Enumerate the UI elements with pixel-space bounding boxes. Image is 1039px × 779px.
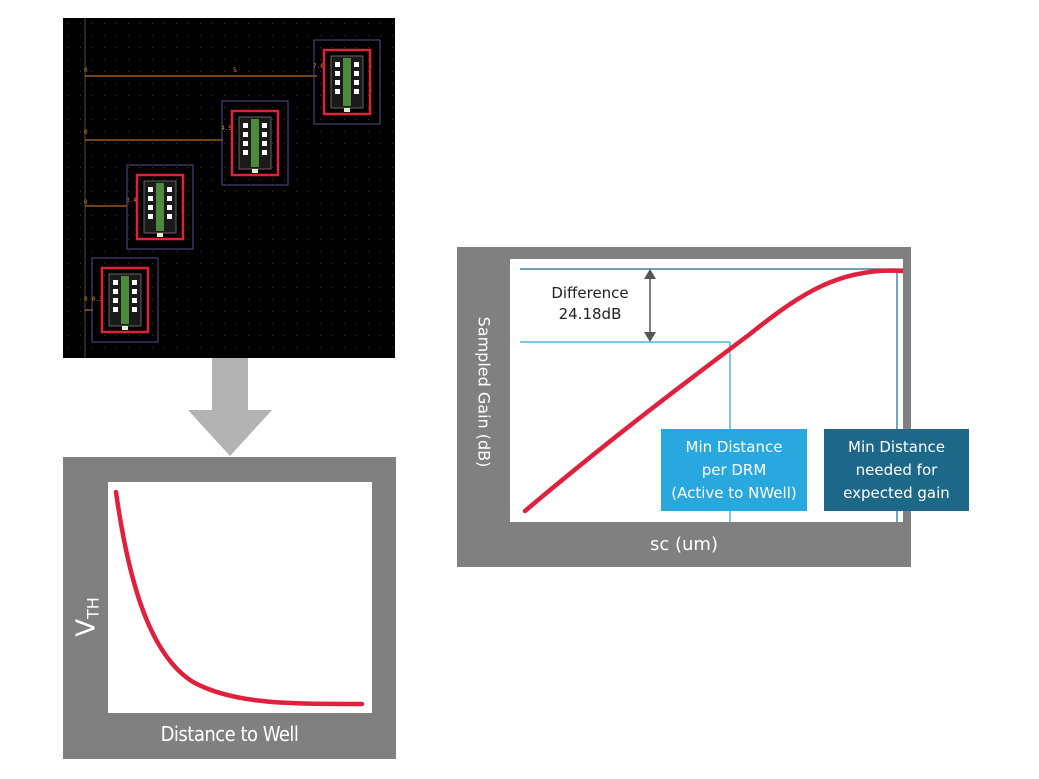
layout-cell [91, 257, 159, 343]
ruler-label: 3.4 [126, 197, 137, 204]
layout-cell [221, 100, 289, 186]
gain-y-axis-label: Sampled Gain (dB) [474, 316, 493, 468]
difference-label: Difference 24.18dB [540, 283, 640, 325]
difference-value: 24.18dB [558, 305, 622, 323]
ruler-label: 0 [84, 296, 88, 303]
difference-arrow-icon [644, 269, 656, 342]
layout-view-panel: 0 5 7.6 0 4.5 0 3.4 0 0.3 [63, 18, 395, 358]
vth-x-axis-label: Distance to Well [160, 722, 299, 746]
layout-canvas: 0 5 7.6 0 4.5 0 3.4 0 0.3 [63, 18, 395, 358]
gain-chart-panel: Sampled Gain (dB) Difference 24.18dB sc … [457, 247, 911, 567]
ruler-label: 0 [84, 129, 88, 136]
gain-x-axis-label: sc (um) [650, 534, 718, 555]
ruler-label: 0.3 [92, 296, 103, 303]
ruler-label: 7.6 [313, 63, 324, 70]
layout-cell [126, 164, 194, 250]
gain-curve [522, 268, 906, 514]
ruler-label: 0 [84, 199, 88, 206]
callout-min-distance-drm: Min Distance per DRM (Active to NWell) [661, 429, 807, 511]
ruler-lines [85, 75, 317, 311]
ruler-label: 0 [84, 67, 88, 74]
vth-curve [113, 489, 365, 707]
callout-min-distance-expected-gain: Min Distance needed for expected gain [824, 429, 969, 511]
ruler-label: 5 [233, 67, 237, 74]
down-arrow-icon [188, 358, 272, 456]
layout-cell [313, 39, 381, 125]
vth-y-axis-label: VTH [71, 597, 103, 637]
ruler-label: 4.5 [221, 125, 232, 132]
vth-chart-panel: VTH Distance to Well [63, 457, 396, 759]
vth-plot-area [108, 482, 372, 713]
